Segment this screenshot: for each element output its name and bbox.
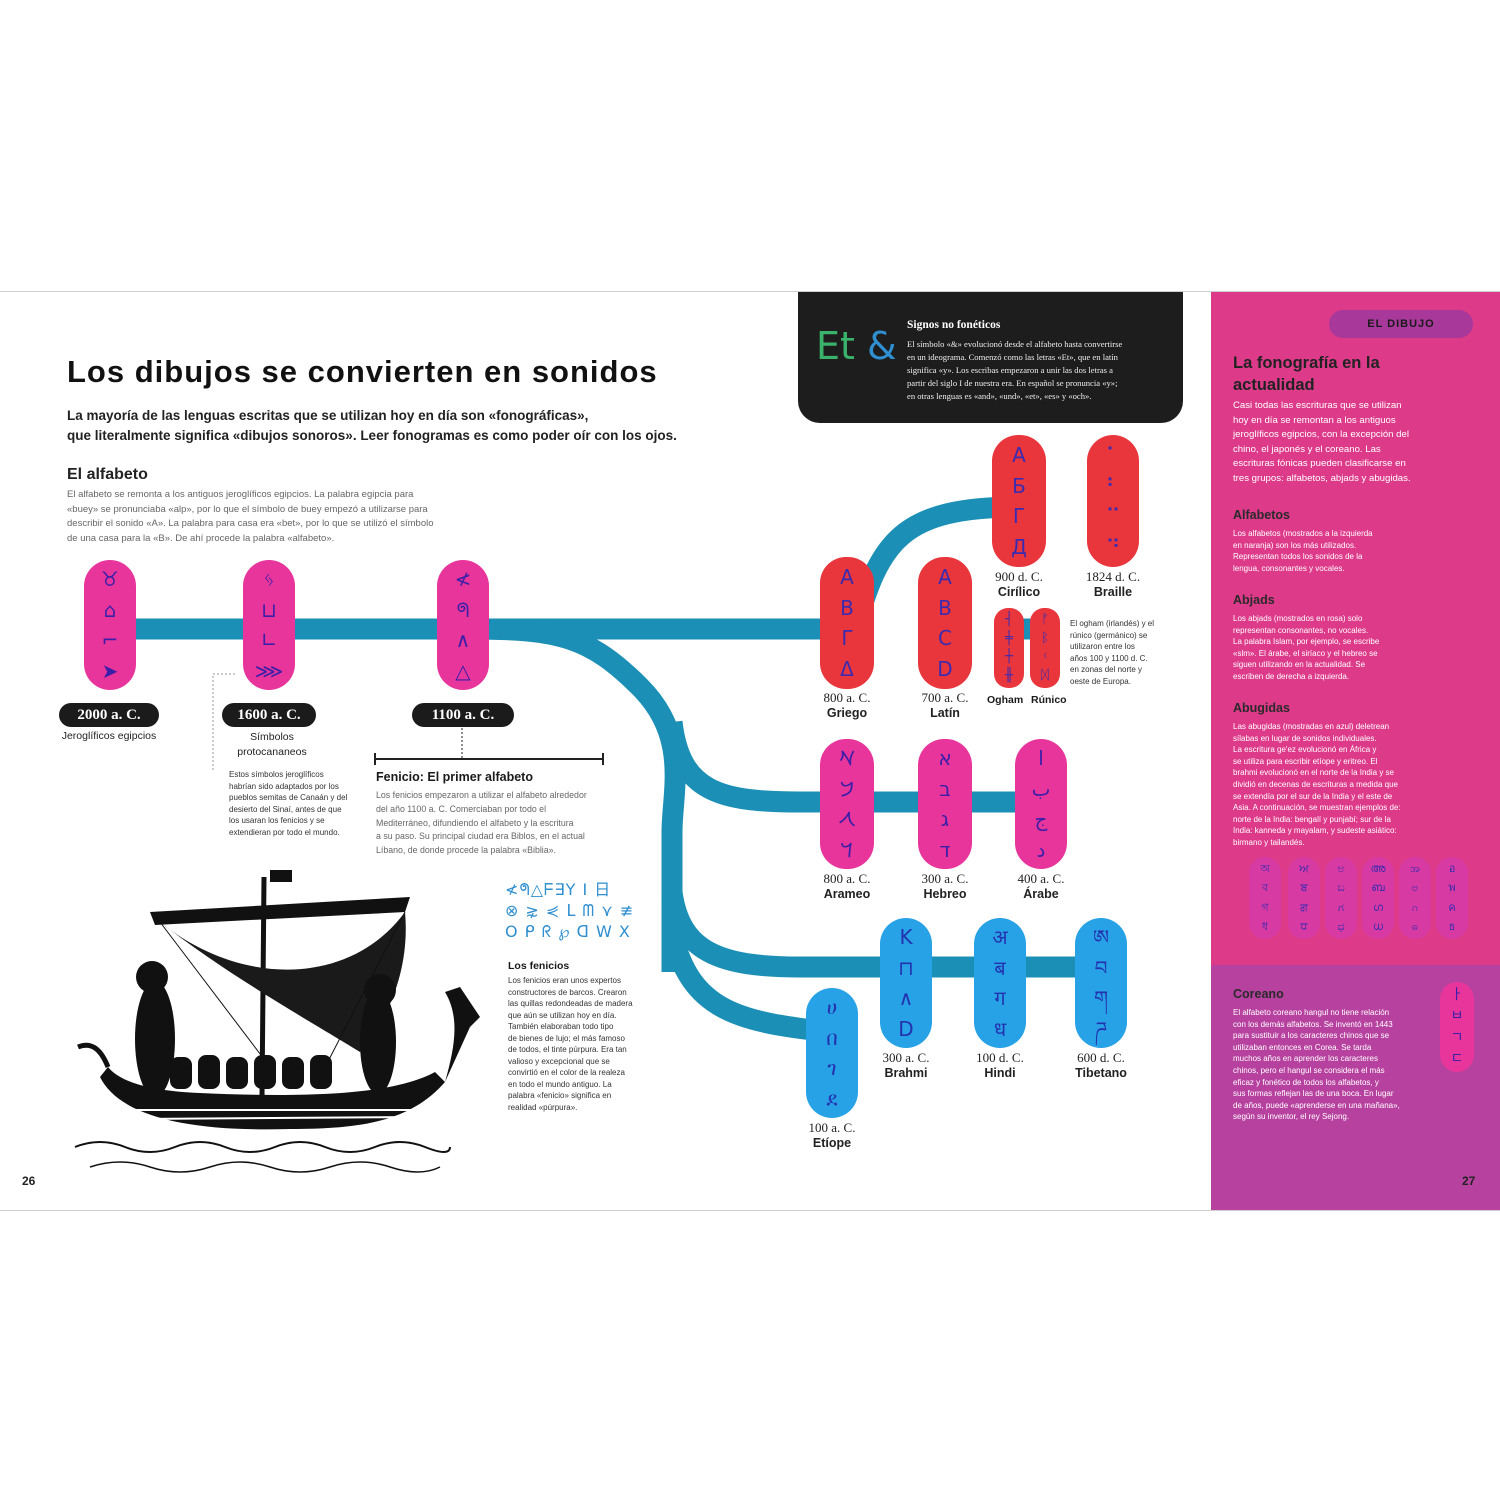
- date-griego: 800 a. C.: [823, 690, 871, 705]
- label-runico: Rúnico: [1031, 694, 1067, 706]
- fenicio-heading: Fenicio: El primer alfabeto: [376, 770, 533, 784]
- page-number-left: 26: [22, 1174, 36, 1188]
- alfabetos-heading: Alfabetos: [1233, 508, 1290, 522]
- intro-line: La mayoría de las lenguas escritas que s…: [67, 408, 589, 423]
- page-number-right: 27: [1462, 1174, 1476, 1188]
- label-arameo: Arameo: [823, 887, 871, 901]
- abugidas-heading: Abugidas: [1233, 701, 1290, 715]
- date-2000: 2000 a. C.: [59, 703, 159, 727]
- label-egyptian: Jeroglíficos egipcios: [61, 730, 157, 742]
- date-1100: 1100 a. C.: [412, 703, 514, 727]
- label-cirilico: Cirílico: [997, 585, 1041, 599]
- connector-lines: [212, 673, 604, 770]
- label-etiope: Etíope: [812, 1136, 852, 1150]
- nonphonetic-text: El símbolo «&» evolucionó desde el alfab…: [907, 339, 1123, 401]
- date-arabe: 400 a. C.: [1017, 871, 1065, 886]
- date-hindi: 100 d. C.: [976, 1050, 1024, 1065]
- nonphonetic-box: Et & Signos no fonéticos El símbolo «&» …: [798, 292, 1183, 423]
- abjads-heading: Abjads: [1233, 593, 1275, 607]
- book-spread: Los dibujos se convierten en sonidos La …: [0, 291, 1500, 1211]
- label-hebreo: Hebreo: [923, 887, 967, 901]
- pill-braille: ⠁⠃ ⠉⠙: [1087, 435, 1139, 567]
- date-arameo: 800 a. C.: [823, 871, 871, 886]
- date-hebreo: 300 a. C.: [921, 871, 969, 886]
- intro-text: La mayoría de las lenguas escritas que s…: [67, 406, 687, 446]
- label-braille: Braille: [1093, 585, 1133, 599]
- section-badge: EL DIBUJO: [1329, 310, 1473, 338]
- abugidas-text: Las abugidas (mostradas en azul) deletre…: [1233, 722, 1401, 847]
- page-title: Los dibujos se convierten en sonidos: [67, 354, 658, 389]
- label-hindi: Hindi: [984, 1066, 1016, 1080]
- pill-burmese: အဗ ဂဓ: [1399, 857, 1431, 939]
- pill-thai: อพ คธ: [1436, 857, 1468, 939]
- date-1600: 1600 a. C.: [222, 703, 316, 727]
- pill-brahmi: K⊓ ∧D: [880, 918, 932, 1048]
- alfabeto-heading: El alfabeto: [67, 466, 148, 483]
- pill-egyptian: ♉⌂ ⌐➤: [84, 560, 136, 690]
- fenicios-heading: Los fenicios: [508, 960, 570, 972]
- date-etiope: 100 a. C.: [808, 1120, 856, 1135]
- coreano-text: El alfabeto coreano hangul no tiene rela…: [1233, 1008, 1400, 1122]
- et-ampersand-icon: Et &: [816, 324, 897, 368]
- right-intro: Casi todas las escrituras que se utiliza…: [1233, 400, 1411, 484]
- label-latin: Latín: [930, 706, 960, 720]
- fenicio-text: Los fenicios empezaron a utilizar el alf…: [376, 790, 587, 856]
- label-ogham: Ogham: [987, 694, 1024, 706]
- date-tibetano: 600 d. C.: [1077, 1050, 1125, 1065]
- alfabeto-text: El alfabeto se remonta a los antiguos je…: [67, 489, 434, 544]
- coreano-heading: Coreano: [1233, 987, 1284, 1001]
- pill-phoenician: ≮ᖗ ∧△: [437, 560, 489, 690]
- nonphonetic-title: Signos no fonéticos: [907, 319, 1001, 331]
- phoenician-ship-illustration: [74, 870, 480, 1173]
- date-cirilico: 900 d. C.: [995, 569, 1043, 584]
- date-brahmi: 300 a. C.: [882, 1050, 930, 1065]
- date-latin: 700 a. C.: [921, 690, 969, 705]
- phoenician-script-sample: ≮ᖗ△ᖴ∃Y I 日 ⊗ ⋧ ⋞ ᒪ ᗰ ⋎ ≢ O ᑭ ᖇ ℘ ᗡ W X: [505, 880, 635, 941]
- pill-ogham: ┤╪ ┼╫: [994, 608, 1024, 688]
- label-brahmi: Brahmi: [884, 1066, 928, 1080]
- label-arabe: Árabe: [1023, 887, 1059, 901]
- label-griego: Griego: [826, 706, 868, 720]
- label-tibetano: Tibetano: [1075, 1066, 1127, 1080]
- date-braille: 1824 d. C.: [1085, 569, 1141, 584]
- intro-line: que literalmente significa «dibujos sono…: [67, 428, 677, 443]
- pill-protocanaanite: ᛃ⊔ ∟⋙: [243, 560, 295, 690]
